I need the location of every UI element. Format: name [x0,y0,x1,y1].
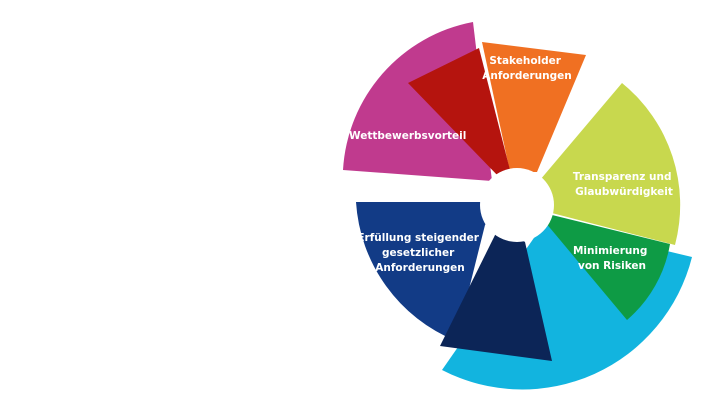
label-wettbewerbsvorteil: Wettbewerbsvorteil [349,130,466,142]
segment-minimierung [545,214,670,320]
segment-navy-accent [440,225,552,361]
label-transparenz: Transparenz und Glaubwürdigkeit [573,171,675,198]
segment-transparenz [540,83,681,245]
label-minimierung: Minimierung von Risiken [573,245,651,272]
label-erfuellung: Erfüllung steigender gesetzlicher Anford… [357,232,482,274]
label-stakeholder: Stakeholder Anforderungen [482,55,571,82]
segment-dark-red-accent [408,48,510,178]
wheel-center [480,168,554,242]
segment-stakeholder [482,42,586,172]
